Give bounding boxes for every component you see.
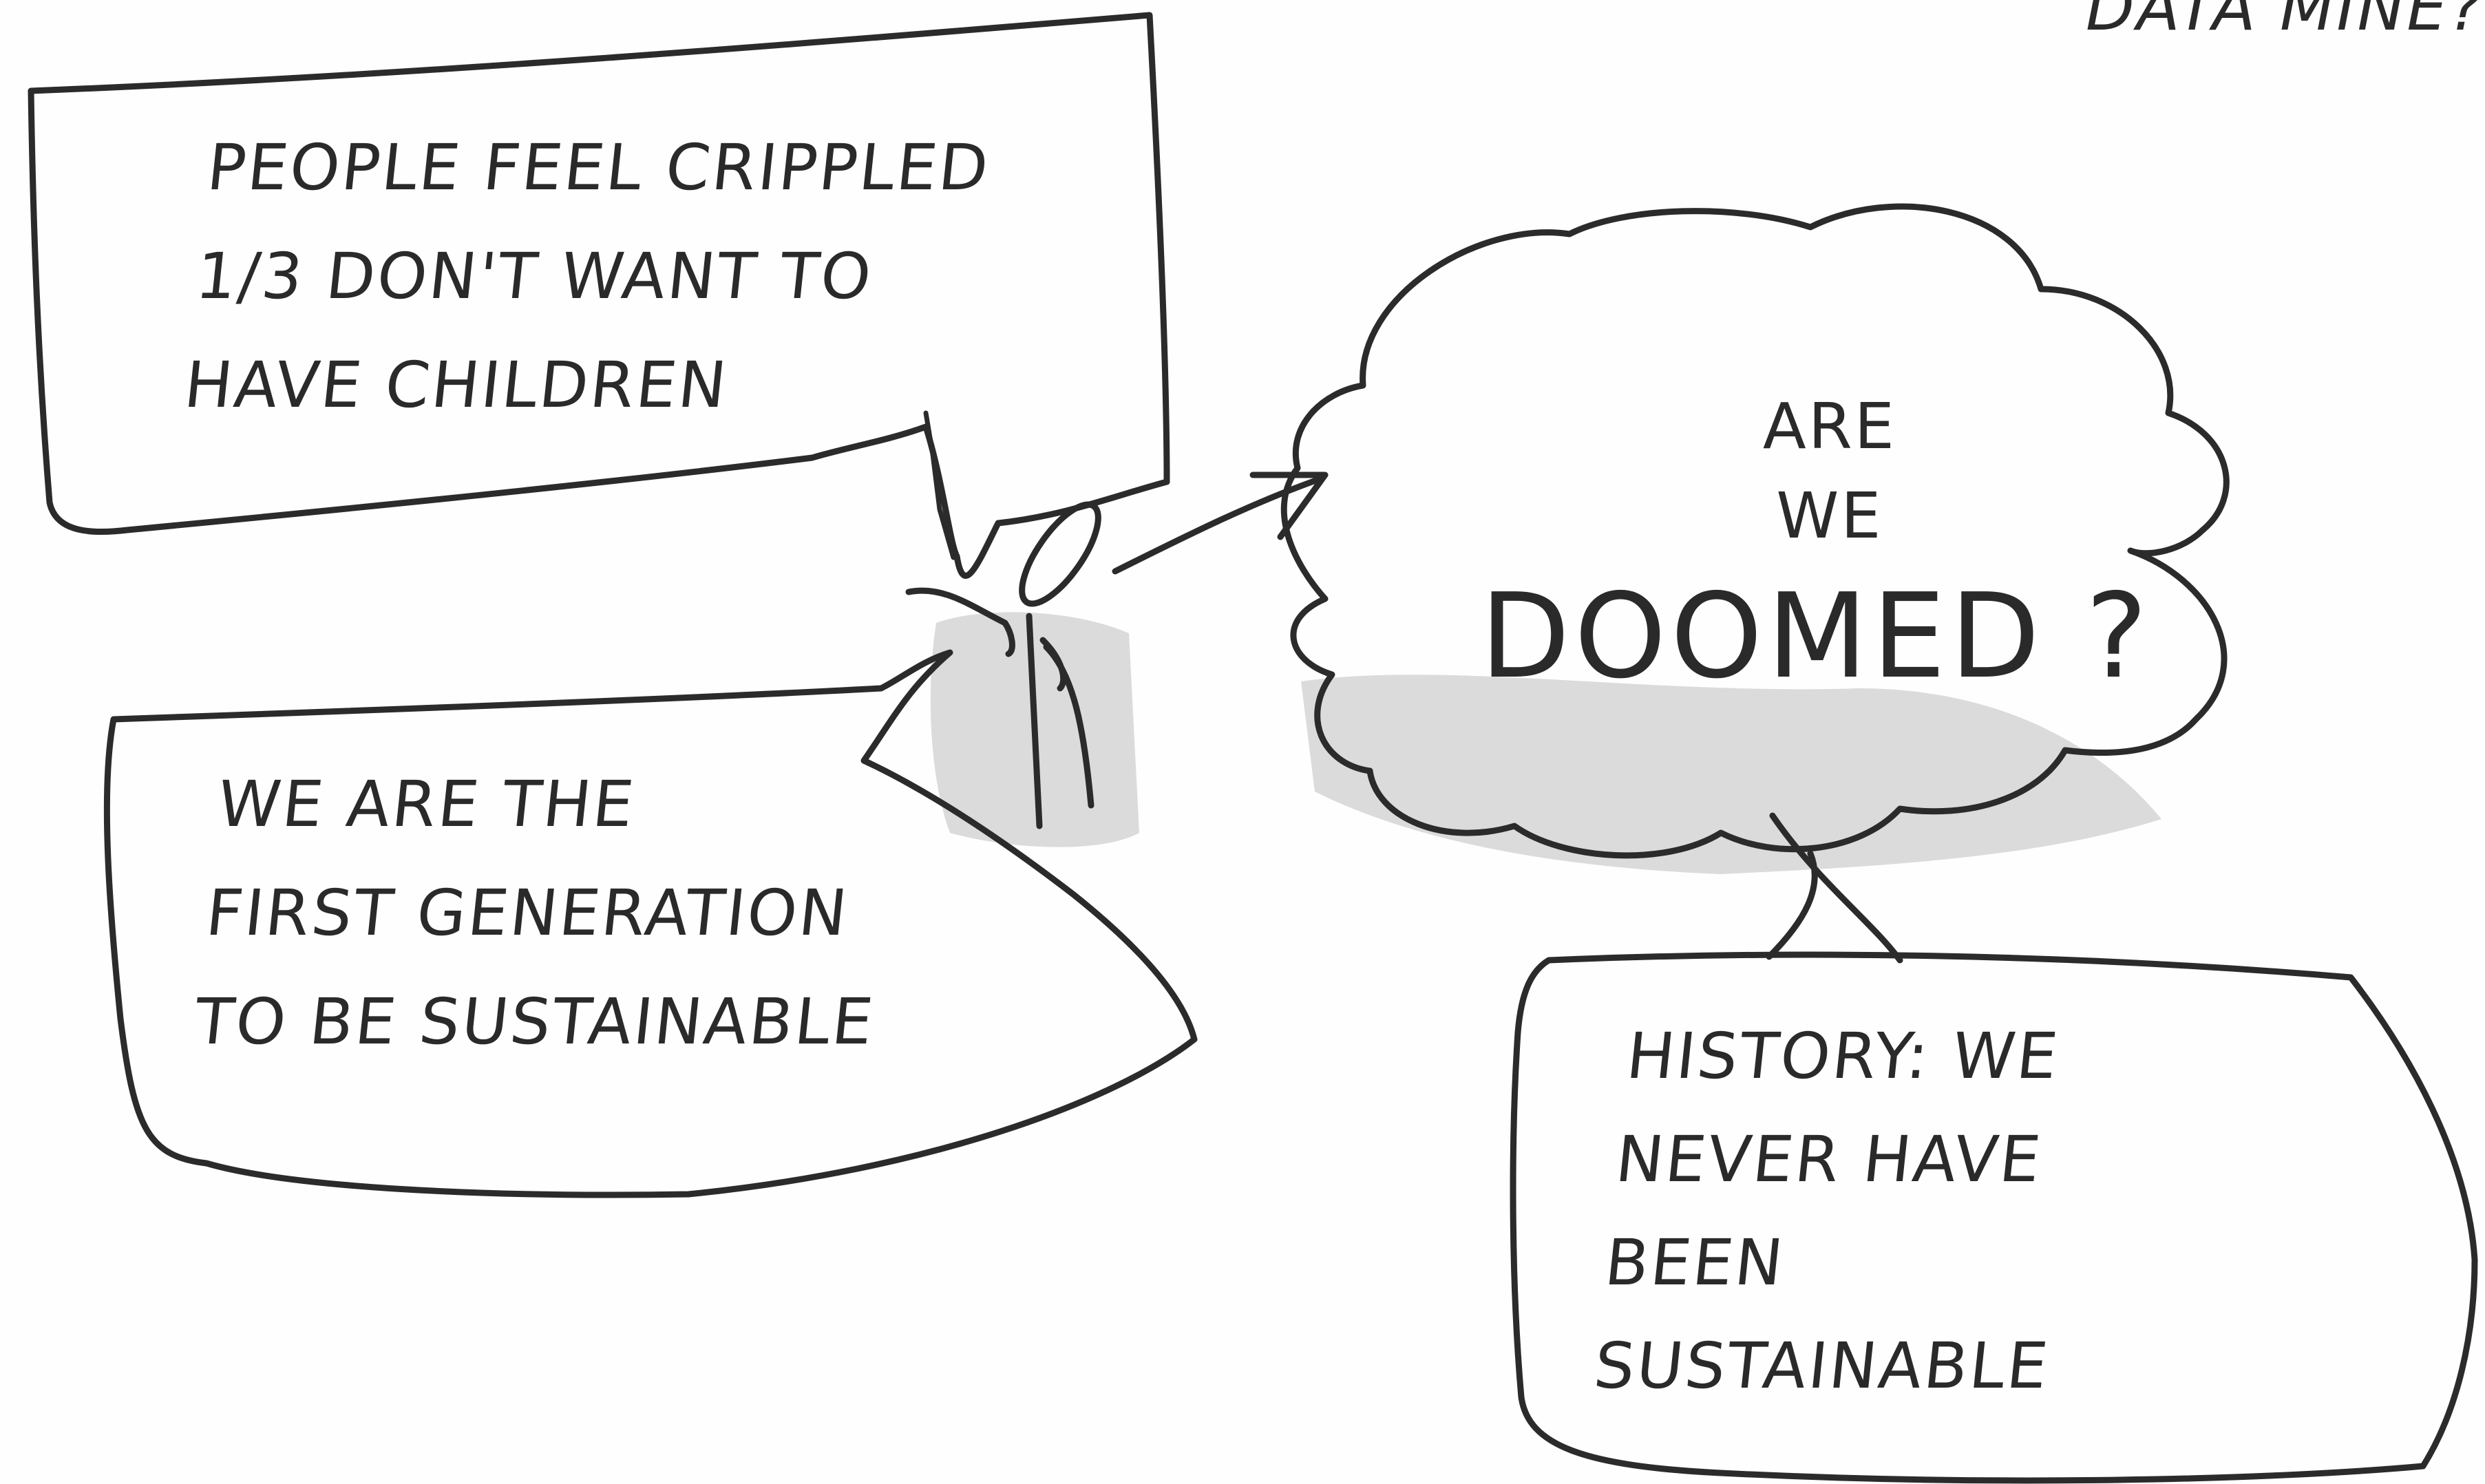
- figure-arm: [905, 587, 1015, 657]
- corner-note: DATA MINE?: [2086, 0, 2485, 45]
- figure-legs: [1039, 637, 1095, 809]
- top-left-line-2: 1/3 DON'T WANT TO: [192, 240, 877, 313]
- arrow-head: [1249, 471, 1329, 540]
- bottom-left-line-1: WE ARE THE: [214, 767, 639, 841]
- thought-cloud-text: ARE WE DOOMED ?: [1480, 375, 2152, 699]
- bottom-right-line-1: HISTORY: WE: [1623, 1019, 2064, 1093]
- bottom-left-line-2: FIRST GENERATION: [202, 876, 853, 950]
- top-left-line-1: PEOPLE FEEL CRIPPLED: [204, 131, 994, 204]
- bottom-right-line-4: SUSTAINABLE: [1590, 1329, 2053, 1403]
- thought-cloud: [1280, 203, 2230, 859]
- top-left-line-3: HAVE CHILDREN: [180, 348, 732, 422]
- speech-tail-top-left: [923, 410, 956, 560]
- speech-tail-bottom-right: [1766, 812, 1903, 964]
- bottom-right-line-2: NEVER HAVE: [1612, 1123, 2047, 1196]
- bottom-right-line-3: BEEN: [1601, 1226, 1788, 1300]
- speech-bubble-bottom-left: [103, 649, 1198, 1198]
- speech-bubble-bottom-right: [1510, 951, 2478, 1484]
- thought-line-1: ARE: [1762, 390, 1896, 463]
- bottom-left-line-3: TO BE SUSTAINABLE: [191, 985, 878, 1059]
- arrow-to-cloud: [1112, 475, 1325, 575]
- figure-body: [1026, 613, 1043, 829]
- figure-head: [1019, 501, 1101, 607]
- bottom-left-bubble-text: WE ARE THE FIRST GENERATION TO BE SUSTAI…: [189, 750, 903, 1077]
- speech-bubble-top-left: [28, 12, 1170, 579]
- thought-line-2: WE: [1776, 479, 1883, 553]
- top-left-bubble-text: PEOPLE FEEL CRIPPLED 1/3 DON'T WANT TO H…: [179, 114, 995, 440]
- thought-line-3: DOOMED ?: [1480, 569, 2152, 705]
- bottom-right-bubble-text: HISTORY: WE NEVER HAVE BEEN SUSTAINABLE: [1589, 1005, 2087, 1418]
